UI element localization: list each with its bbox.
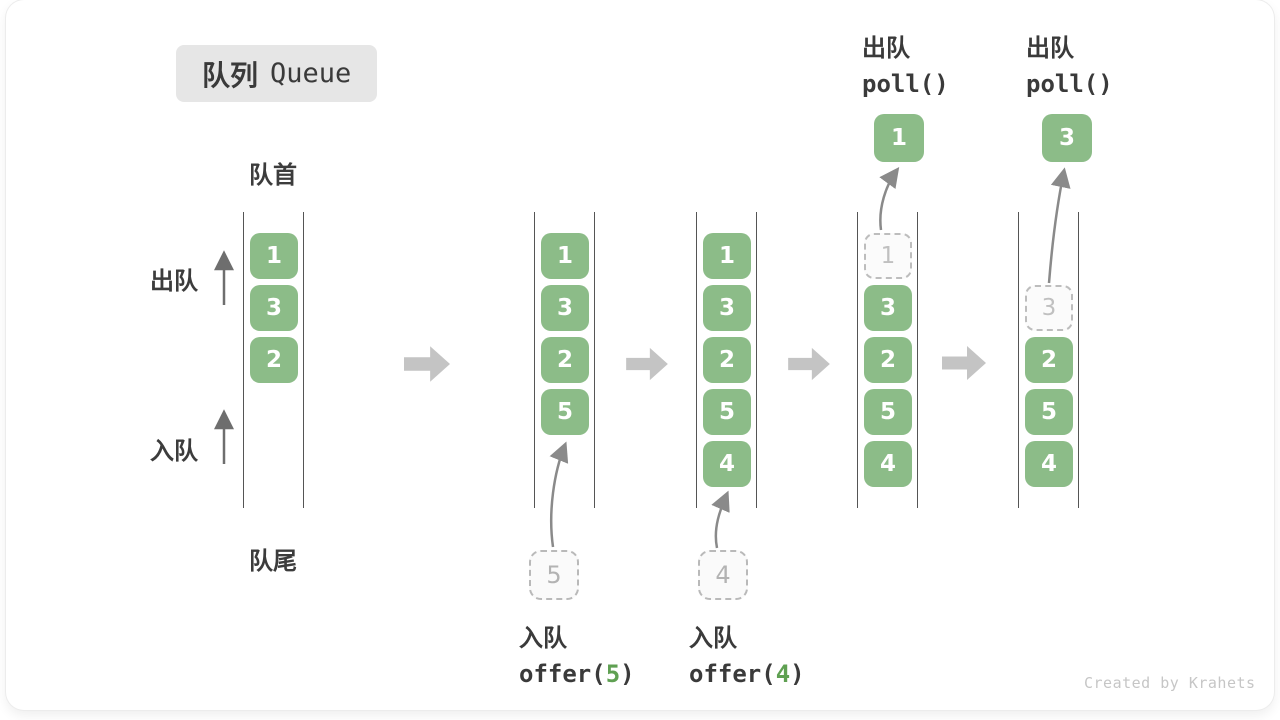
queue-channel-2: [534, 212, 595, 508]
queue-item: 1: [250, 233, 298, 279]
queue-item: 5: [864, 389, 912, 435]
op-enqueue-label: 入队: [519, 624, 567, 652]
next-stage-arrow: [942, 346, 986, 380]
queue-item: 4: [1025, 441, 1073, 487]
queue-item: 4: [864, 441, 912, 487]
op-poll-code: poll(): [1026, 70, 1113, 98]
title-badge: 队列 Queue: [176, 45, 378, 102]
label-queue-front: 队首: [249, 161, 297, 189]
next-stage-arrow: [788, 347, 830, 381]
queue-item: 2: [541, 337, 589, 383]
code-post: ): [620, 660, 635, 688]
queue-item: 5: [703, 389, 751, 435]
title-en: Queue: [270, 58, 352, 89]
op-enqueue-label: 入队: [689, 624, 737, 652]
removed-item-ghost: 1: [864, 233, 912, 279]
queue-item: 2: [1025, 337, 1073, 383]
op-poll-code: poll(): [862, 70, 949, 98]
removed-item-ghost: 3: [1025, 285, 1073, 331]
op-enqueue-code: offer(4): [689, 660, 805, 688]
queue-item: 2: [864, 337, 912, 383]
code-pre: offer(: [689, 660, 776, 688]
queue-channel-5: [1018, 212, 1079, 508]
code-pre: offer(: [519, 660, 606, 688]
queue-item: 4: [703, 441, 751, 487]
label-enqueue: 入队: [150, 437, 198, 465]
queue-item: 3: [250, 285, 298, 331]
queue-channel-4: [857, 212, 918, 508]
diagram-card: 队列 Queue 队首 队尾 出队 入队 1 3 2 1 3 2 5 5 入队 …: [6, 0, 1274, 710]
op-poll-label: 出队: [1026, 34, 1074, 62]
queue-item: 5: [541, 389, 589, 435]
op-enqueue-code: offer(5): [519, 660, 635, 688]
queue-channel-1: [243, 212, 304, 508]
op-poll-3: 出队 poll(): [1026, 28, 1113, 98]
queue-item: 1: [703, 233, 751, 279]
code-arg: 5: [605, 660, 621, 688]
label-queue-rear: 队尾: [249, 547, 297, 575]
polled-item: 3: [1042, 114, 1092, 162]
queue-item: 3: [703, 285, 751, 331]
watermark-credit: Created by Krahets: [1084, 674, 1256, 692]
next-stage-arrow: [404, 346, 450, 382]
queue-channel-3: [696, 212, 757, 508]
queue-item: 3: [864, 285, 912, 331]
code-arg: 4: [775, 660, 791, 688]
op-enqueue-5: 入队 offer(5): [519, 618, 635, 688]
queue-item: 2: [250, 337, 298, 383]
queue-item: 3: [541, 285, 589, 331]
code-post: ): [790, 660, 805, 688]
op-poll-label: 出队: [862, 34, 910, 62]
polled-item: 1: [874, 114, 924, 162]
pending-item: 5: [529, 550, 579, 600]
label-dequeue: 出队: [150, 267, 198, 295]
title-zh: 队列: [202, 58, 259, 92]
pending-item: 4: [698, 550, 748, 600]
queue-item: 5: [1025, 389, 1073, 435]
op-poll-1: 出队 poll(): [862, 28, 949, 98]
queue-item: 2: [703, 337, 751, 383]
op-enqueue-4: 入队 offer(4): [689, 618, 805, 688]
queue-item: 1: [541, 233, 589, 279]
next-stage-arrow: [626, 347, 668, 381]
